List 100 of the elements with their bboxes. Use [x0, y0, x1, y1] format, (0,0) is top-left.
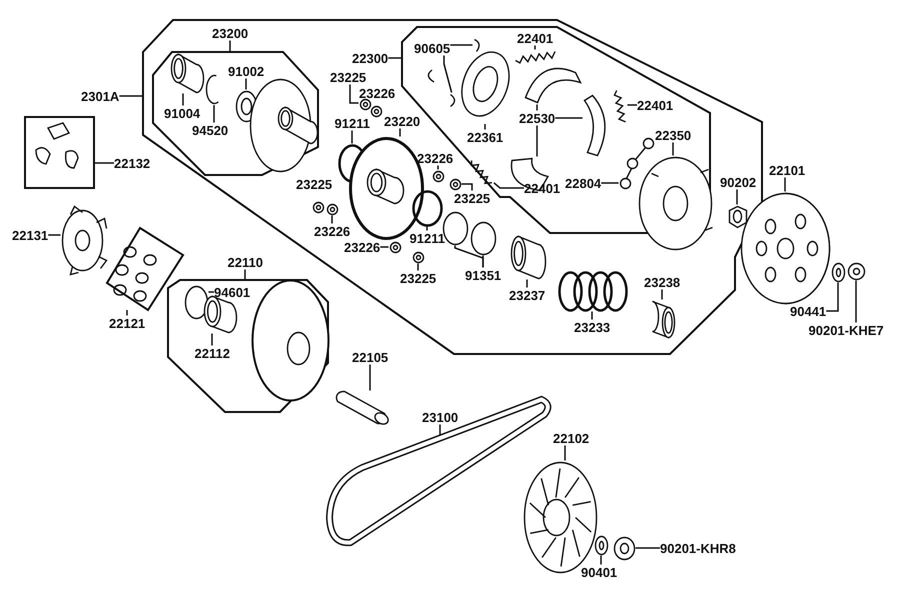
pin: [412, 250, 424, 264]
pin: [326, 202, 338, 216]
callout-number: 22401: [637, 98, 674, 112]
leader-line: [600, 556, 602, 564]
callout-number: 90401: [581, 564, 618, 580]
o-ring: [412, 190, 442, 226]
callout-number: 90201-KHR8: [660, 540, 736, 556]
leader-line: [450, 44, 472, 46]
leader-line: [211, 334, 213, 346]
callout-number: 23233: [574, 320, 610, 334]
leader-line: [564, 446, 566, 460]
callout-number: 91211: [410, 230, 445, 246]
leader-line: [437, 166, 439, 170]
leader-line: [94, 162, 114, 164]
callout-number: 23225: [330, 70, 366, 84]
bushing: [510, 234, 546, 280]
leader-line: [661, 290, 663, 300]
leader-line: [388, 57, 402, 59]
callout-number: 22131: [12, 228, 48, 242]
callout-number: 90201-KHE7: [808, 322, 884, 338]
leader-line: [536, 104, 538, 110]
o-ring: [470, 220, 496, 256]
leader-line: [351, 130, 353, 144]
leader-line: [555, 117, 582, 119]
callout-number: 23238: [644, 274, 680, 290]
callout-number: 22132: [114, 156, 150, 170]
nut: [846, 262, 866, 280]
washer: [830, 262, 846, 282]
callout-number: 22110: [228, 254, 263, 270]
pin: [312, 200, 324, 214]
pin: [358, 98, 372, 110]
pins: [618, 136, 654, 190]
pulley-half: [250, 278, 330, 402]
leader-line: [826, 282, 839, 312]
leader-line: [126, 310, 128, 316]
leader-line: [229, 40, 231, 52]
washer: [594, 534, 608, 556]
callout-number: 22101: [769, 162, 806, 178]
callout-number: 90441: [790, 304, 826, 318]
bushing: [170, 52, 204, 94]
leader-line: [244, 270, 246, 280]
callout-number: 23200: [212, 26, 248, 40]
leader-line: [627, 104, 637, 106]
leader-line: [213, 105, 215, 122]
leader-line: [119, 95, 143, 97]
callout-number: 90202: [720, 174, 756, 190]
leader-line: [784, 178, 786, 192]
leader-line: [526, 280, 528, 288]
callout-number: 23226: [417, 150, 454, 166]
ramp-plate: [60, 204, 108, 276]
callout-number: 23220: [384, 114, 420, 128]
clutch-shoe: [582, 94, 606, 156]
leader-line: [417, 264, 419, 270]
callout-number: 23225: [400, 270, 436, 286]
leader-line: [534, 46, 536, 50]
leader-line: [672, 142, 674, 156]
callout-number: 23226: [359, 86, 396, 100]
callout-number: 22105: [352, 350, 388, 364]
callout-number: 91211: [334, 116, 370, 130]
callout-number: 94520: [192, 122, 228, 138]
leader-line: [601, 182, 618, 184]
leader-line: [462, 183, 473, 190]
leader-line: [208, 291, 214, 293]
callout-number: 22361: [467, 130, 504, 144]
callout-number: 22102: [553, 430, 590, 446]
leader-line: [636, 547, 660, 549]
leader-line: [493, 182, 524, 189]
leader-line: [484, 124, 486, 130]
callout-number: 94601: [214, 284, 250, 300]
coil-spring: [558, 270, 628, 312]
callout-number: 91351: [465, 268, 502, 282]
leader-line: [349, 84, 358, 104]
pin: [448, 178, 462, 190]
pin: [370, 104, 382, 118]
callout-number: 22401: [517, 30, 554, 46]
leader-line: [426, 226, 428, 230]
clip: [472, 38, 480, 52]
leader-line: [443, 56, 452, 93]
leader-line: [855, 280, 857, 322]
spring: [514, 50, 556, 64]
callout-number: 23237: [509, 288, 546, 302]
callout-number: 23225: [454, 190, 490, 206]
leader-line: [591, 312, 593, 320]
callout-number: 23226: [314, 224, 350, 238]
nut: [612, 536, 636, 560]
leader-line: [331, 216, 333, 224]
callout-number: 22121: [109, 316, 146, 330]
callout-number: 23226: [344, 240, 380, 254]
clip: [448, 92, 456, 108]
callout-number: 22300: [352, 50, 388, 66]
leader-line: [380, 246, 388, 248]
leader-line: [536, 126, 538, 156]
leader-line: [399, 128, 401, 136]
clutch-shoe: [524, 67, 582, 104]
pulley-half: [248, 78, 318, 172]
leader-line: [48, 234, 60, 236]
spring: [470, 158, 494, 184]
callout-number: 22530: [519, 110, 556, 126]
callout-number: 91002: [228, 64, 264, 78]
callout-number: 2301A: [81, 88, 120, 104]
